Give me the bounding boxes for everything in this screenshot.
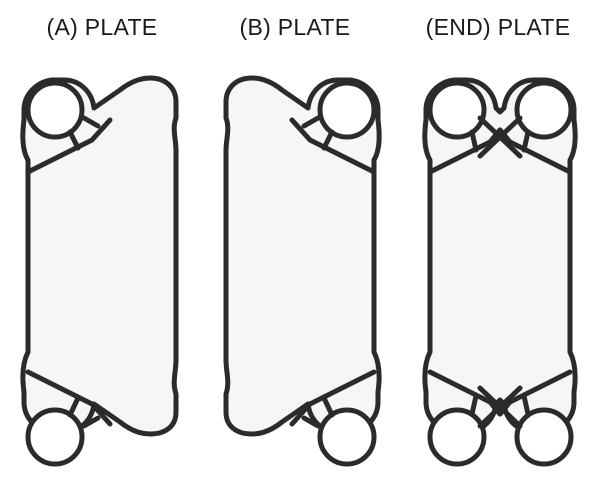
- plate-b-spoke-bottom-2: [301, 415, 321, 429]
- plate-end-label: (END) PLATE: [425, 14, 571, 40]
- plate-end-gasket: [422, 77, 578, 467]
- plate-end-cross-top-2: [477, 115, 523, 159]
- plate-b-spoke-bottom: [321, 395, 335, 418]
- plate-a-spoke-bottom: [67, 395, 81, 418]
- plate-b-diagonal-bottom: [289, 369, 377, 427]
- plate-a-spoke-top: [67, 129, 81, 151]
- plate-b-spoke-top-2: [301, 115, 321, 129]
- plate-b-port-top-right: [317, 80, 377, 140]
- plate-end-port-top-right: [514, 80, 574, 140]
- plate-b-spoke-top: [321, 129, 335, 151]
- plate-a-diagonal-top: [25, 117, 113, 175]
- plate-end-cross-bottom-2: [477, 385, 523, 429]
- plate-b-diagonal-top: [289, 117, 377, 175]
- plate-a-label: (A) PLATE: [46, 14, 158, 40]
- plate-b-gasket: [223, 75, 382, 467]
- plate-b-label: (B) PLATE: [239, 14, 351, 40]
- plate-b-port-bottom-right: [317, 407, 377, 467]
- plate-a-gasket: [20, 75, 179, 467]
- plate-end-spoke-top-right: [521, 129, 531, 153]
- plate-a-spoke-bottom-2: [81, 415, 101, 429]
- plate-end-spoke-top-left: [469, 129, 479, 153]
- plate-end-port-bottom-left: [427, 407, 487, 467]
- plate-end-spoke-bottom-left: [469, 393, 479, 417]
- plate-end-spoke-bottom-right: [521, 393, 531, 417]
- plate-a-port-bottom-left: [25, 407, 85, 467]
- plate-a-diagonal-bottom: [25, 369, 113, 427]
- plate-a-spoke-top-2: [81, 115, 101, 129]
- plate-a-port-top-left: [25, 80, 85, 140]
- plate-end-port-bottom-right: [514, 407, 574, 467]
- plate-end-port-top-left: [427, 80, 487, 140]
- plate-b-outline: [223, 75, 382, 437]
